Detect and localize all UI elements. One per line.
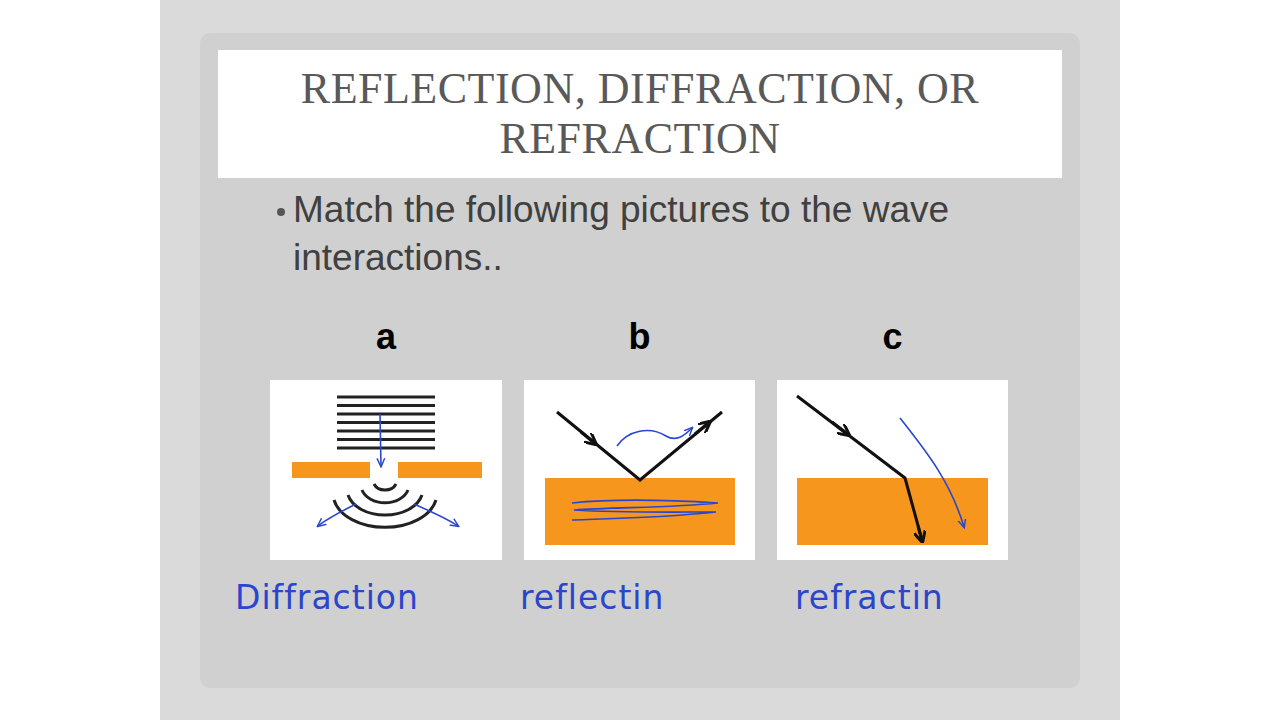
slide-title: REFLECTION, DIFFRACTION, OR REFRACTION [218, 50, 1062, 178]
wavefront-line [337, 396, 435, 399]
illustration-panel: b [524, 380, 755, 560]
hand-scribble [572, 500, 718, 520]
ray-head [581, 432, 592, 441]
barrier [292, 462, 370, 478]
ray-head [832, 422, 845, 432]
illustration-panel: c [777, 380, 1008, 560]
wavefront-line [337, 421, 435, 424]
barrier [398, 462, 482, 478]
slide-ground [160, 0, 1120, 720]
illustration-panel: a [270, 380, 502, 560]
handwritten-answer: refractin [795, 578, 944, 618]
panel-ground [777, 380, 1008, 560]
wavefront-line [337, 430, 435, 433]
hand-arrow [617, 428, 692, 446]
wavefront-lines [337, 397, 435, 448]
bullet-dot [277, 208, 285, 216]
title-band [218, 50, 1062, 178]
diffracted-waves [334, 484, 436, 527]
bullet-text: Match the following pictures to the wave… [293, 186, 1013, 282]
panel-ground [524, 380, 755, 560]
panel-letter: c [882, 316, 902, 358]
ray [557, 412, 722, 480]
content-panel [200, 33, 1080, 688]
wavefront-line [337, 413, 435, 416]
hand-arrow [900, 418, 964, 527]
wavefront-line [337, 404, 435, 407]
surface [545, 478, 735, 545]
ray [797, 396, 922, 540]
panel-ground [270, 380, 502, 560]
ray-head [918, 526, 921, 537]
hand-arrows [318, 414, 458, 526]
panel-letter: b [629, 316, 651, 358]
handwritten-answer: reflectin [520, 578, 664, 618]
ray-head [695, 425, 706, 434]
panel-letter: a [376, 316, 396, 358]
wavefront-line [337, 438, 435, 441]
wavefront-line [337, 447, 435, 450]
handwritten-answer: Diffraction [235, 578, 419, 618]
